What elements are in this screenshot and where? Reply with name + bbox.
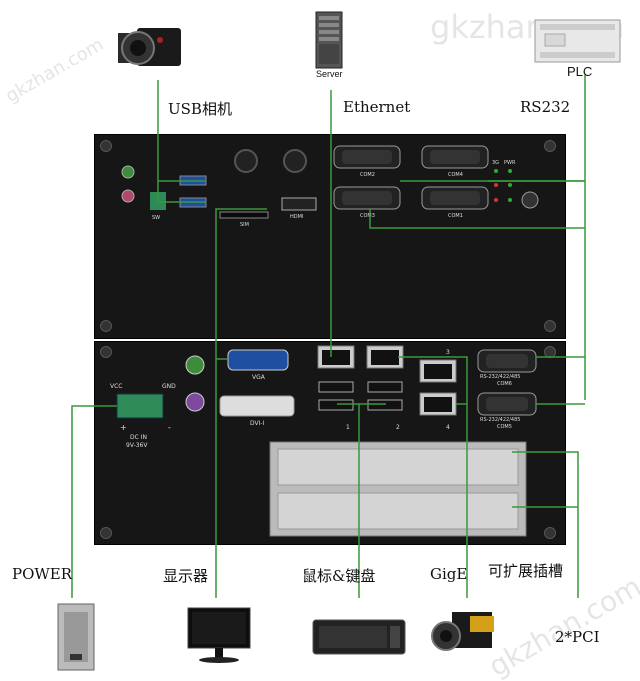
screw [100,320,112,332]
watermark-top: gkzhan.com [430,8,625,46]
sim-text: SIM [240,222,249,228]
minus-text: - [168,423,171,432]
com3-text: COM3 [360,213,375,219]
com5-rs-text: RS-232/422/485 [480,417,521,423]
screw [100,140,112,152]
com6-rs-text: RS-232/422/485 [480,374,521,380]
power-supply-icon [57,603,95,671]
screw [544,346,556,358]
keyboard-icon [312,619,406,655]
lan1-text: 1 [346,424,350,431]
gige-camera-icon [431,612,494,651]
com4-text: COM4 [448,172,463,178]
label-pci: 2*PCI [555,628,600,646]
label-display: 显示器 [163,567,209,585]
vcc-text: VCC [110,383,123,390]
label-ethernet: Ethernet [343,98,411,116]
screw [100,527,112,539]
plus-text: + [120,423,127,432]
com2-text: COM2 [360,172,375,178]
label-gige: GigE [430,565,468,583]
lan4-text: 4 [446,424,450,431]
lan2-text: 2 [396,424,400,431]
label-rs232: RS232 [520,98,571,116]
screw [544,527,556,539]
server-caption: Server [316,69,343,79]
led-3g: 3G [492,160,500,166]
com5-text: COM5 [497,424,512,430]
com6-text: COM6 [497,381,512,387]
dc-in-text: DC IN [130,434,147,441]
lan3-text: 3 [446,349,450,356]
screw [544,140,556,152]
label-power: POWER [12,565,73,583]
vga-text: VGA [252,374,265,381]
hdmi-text: HDMI [290,214,304,220]
dvi-text: DVI-I [250,420,265,427]
gnd-text: GND [162,383,176,390]
plc-caption: PLC [567,64,593,79]
led-pwr: PWR [504,160,516,166]
monitor-icon [187,607,251,663]
watermark-bottom: gkzhan.com [483,569,640,681]
voltage-text: 9V-36V [126,442,148,449]
sw-text: SW [152,215,161,221]
label-mouse-keyboard: 鼠标&键盘 [302,567,376,585]
label-usb-camera: USB相机 [168,100,232,118]
lower-io-panel [94,341,566,545]
screw [544,320,556,332]
screw [100,346,112,358]
com1-text: COM1 [448,213,463,219]
watermark-left: gkzhan.com [2,34,108,107]
label-expansion-slot: 可扩展插槽 [488,562,564,580]
